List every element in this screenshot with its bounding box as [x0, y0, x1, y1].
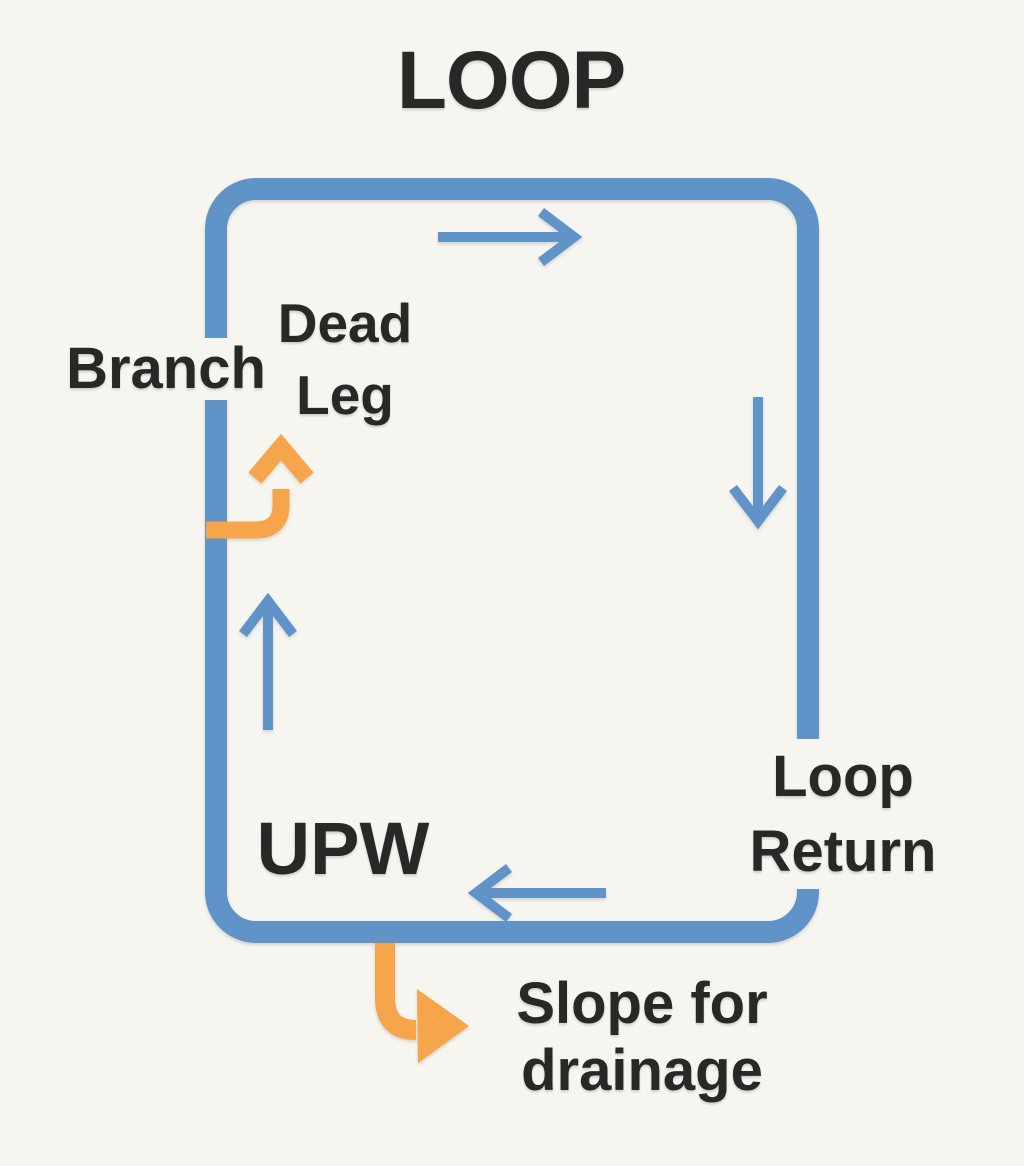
flow-arrow-right-icon [729, 397, 787, 530]
slope-label-line1: Slope for [516, 971, 768, 1036]
flow-arrow-bottom-icon [467, 864, 606, 922]
loop-title: LOOP [392, 40, 630, 122]
dead-leg-label-line1: Dead [277, 292, 413, 354]
branch-label: Branch [62, 338, 270, 400]
dead-leg-label: Dead Leg [273, 287, 417, 431]
loop-pipe [205, 178, 819, 943]
slope-for-drainage-label: Slope for drainage [512, 970, 772, 1104]
branch-arrow-icon [206, 433, 314, 539]
loop-return-label-line2: Return [749, 819, 937, 884]
slope-label-line2: drainage [521, 1038, 763, 1103]
drain-arrow-icon [375, 934, 469, 1063]
flow-arrow-left-icon [239, 592, 297, 730]
loop-return-label: Loop Return [745, 739, 941, 889]
dead-leg-label-line2: Leg [296, 364, 394, 426]
upw-label: UPW [252, 812, 434, 886]
flow-arrow-top-icon [438, 208, 583, 266]
loop-return-label-line1: Loop [772, 744, 914, 809]
